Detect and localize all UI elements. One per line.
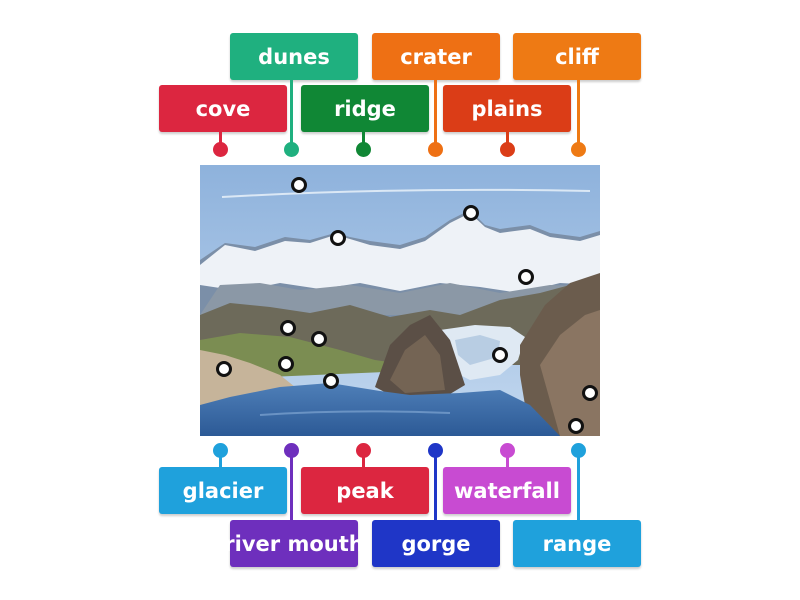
pin-gorge[interactable] xyxy=(428,443,443,458)
pin-cove[interactable] xyxy=(213,142,228,157)
mountain-lake-image xyxy=(200,165,600,436)
pin-peak[interactable] xyxy=(356,443,371,458)
tether-peak xyxy=(362,452,365,468)
label-river-mouth[interactable]: river mouth xyxy=(224,520,364,567)
label-ridge[interactable]: ridge xyxy=(301,85,429,132)
landscape-photo xyxy=(200,165,600,436)
pin-river-mouth[interactable] xyxy=(284,443,299,458)
hotspot[interactable] xyxy=(582,385,598,401)
pin-glacier[interactable] xyxy=(213,443,228,458)
pin-ridge[interactable] xyxy=(356,142,371,157)
pin-cliff[interactable] xyxy=(571,142,586,157)
tether-crater xyxy=(434,80,437,148)
tether-cove xyxy=(219,132,222,148)
label-waterfall[interactable]: waterfall xyxy=(443,467,571,514)
tether-cliff xyxy=(577,80,580,148)
pin-waterfall[interactable] xyxy=(500,443,515,458)
label-plains[interactable]: plains xyxy=(443,85,571,132)
hotspot[interactable] xyxy=(518,269,534,285)
hotspot[interactable] xyxy=(323,373,339,389)
tether-glacier xyxy=(219,452,222,468)
tether-plains xyxy=(506,132,509,148)
pin-plains[interactable] xyxy=(500,142,515,157)
pin-dunes[interactable] xyxy=(284,142,299,157)
tether-dunes xyxy=(290,80,293,148)
label-dunes[interactable]: dunes xyxy=(230,33,358,80)
label-gorge[interactable]: gorge xyxy=(372,520,500,567)
label-crater[interactable]: crater xyxy=(372,33,500,80)
pin-range[interactable] xyxy=(571,443,586,458)
hotspot[interactable] xyxy=(216,361,232,377)
tether-ridge xyxy=(362,132,365,148)
hotspot[interactable] xyxy=(280,320,296,336)
label-peak[interactable]: peak xyxy=(301,467,429,514)
hotspot[interactable] xyxy=(330,230,346,246)
tether-gorge xyxy=(434,452,437,520)
label-cliff[interactable]: cliff xyxy=(513,33,641,80)
pin-crater[interactable] xyxy=(428,142,443,157)
hotspot[interactable] xyxy=(291,177,307,193)
tether-range xyxy=(577,452,580,520)
hotspot[interactable] xyxy=(492,347,508,363)
hotspot[interactable] xyxy=(278,356,294,372)
label-range[interactable]: range xyxy=(513,520,641,567)
label-glacier[interactable]: glacier xyxy=(159,467,287,514)
tether-river-mouth xyxy=(290,452,293,520)
hotspot[interactable] xyxy=(568,418,584,434)
label-cove[interactable]: cove xyxy=(159,85,287,132)
hotspot[interactable] xyxy=(463,205,479,221)
hotspot[interactable] xyxy=(311,331,327,347)
tether-waterfall xyxy=(506,452,509,468)
